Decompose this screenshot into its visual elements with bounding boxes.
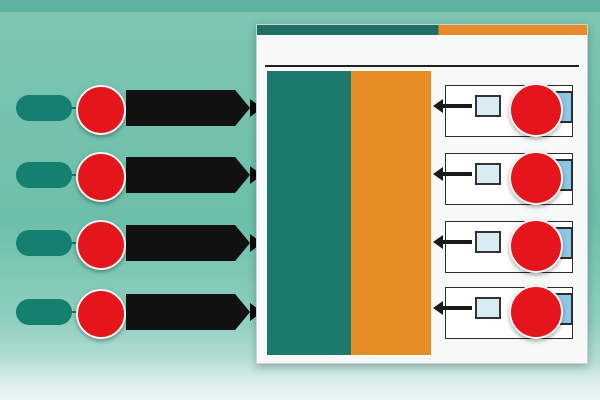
top-band <box>0 0 600 12</box>
left-row-3 <box>0 218 270 270</box>
teal-column <box>267 71 351 355</box>
orange-column <box>351 71 431 355</box>
monitor-icon <box>475 297 501 319</box>
arrow-left-icon <box>433 301 443 315</box>
row-tag <box>16 299 72 325</box>
monitor-icon <box>475 95 501 117</box>
step-circle <box>76 152 126 202</box>
step-circle <box>76 289 126 339</box>
arrow-stem <box>442 104 472 108</box>
right-row-4 <box>433 281 583 341</box>
step-banner <box>126 225 250 261</box>
right-row-3 <box>433 215 583 275</box>
step-banner <box>126 157 250 193</box>
result-circle <box>509 219 563 273</box>
row-tag <box>16 95 72 121</box>
result-circle <box>509 83 563 137</box>
monitor-icon <box>475 163 501 185</box>
arrow-left-icon <box>433 99 443 113</box>
arrow-stem <box>442 240 472 244</box>
left-row-1 <box>0 83 270 135</box>
step-banner <box>126 294 250 330</box>
row-tag <box>16 230 72 256</box>
monitor-icon <box>475 231 501 253</box>
step-circle <box>76 85 126 135</box>
bottom-glow <box>0 360 600 400</box>
result-circle <box>509 151 563 205</box>
table-panel <box>256 24 588 364</box>
arrow-left-icon <box>433 167 443 181</box>
arrow-left-icon <box>433 235 443 249</box>
header-divider <box>265 65 579 67</box>
left-row-4 <box>0 287 270 339</box>
arrow-stem <box>442 172 472 176</box>
right-row-1 <box>433 79 583 139</box>
panel-accent-bar <box>257 25 587 35</box>
row-tag <box>16 162 72 188</box>
step-banner <box>126 90 250 126</box>
result-circle <box>509 285 563 339</box>
right-row-2 <box>433 147 583 207</box>
step-circle <box>76 220 126 270</box>
arrow-stem <box>442 306 472 310</box>
left-row-2 <box>0 150 270 202</box>
